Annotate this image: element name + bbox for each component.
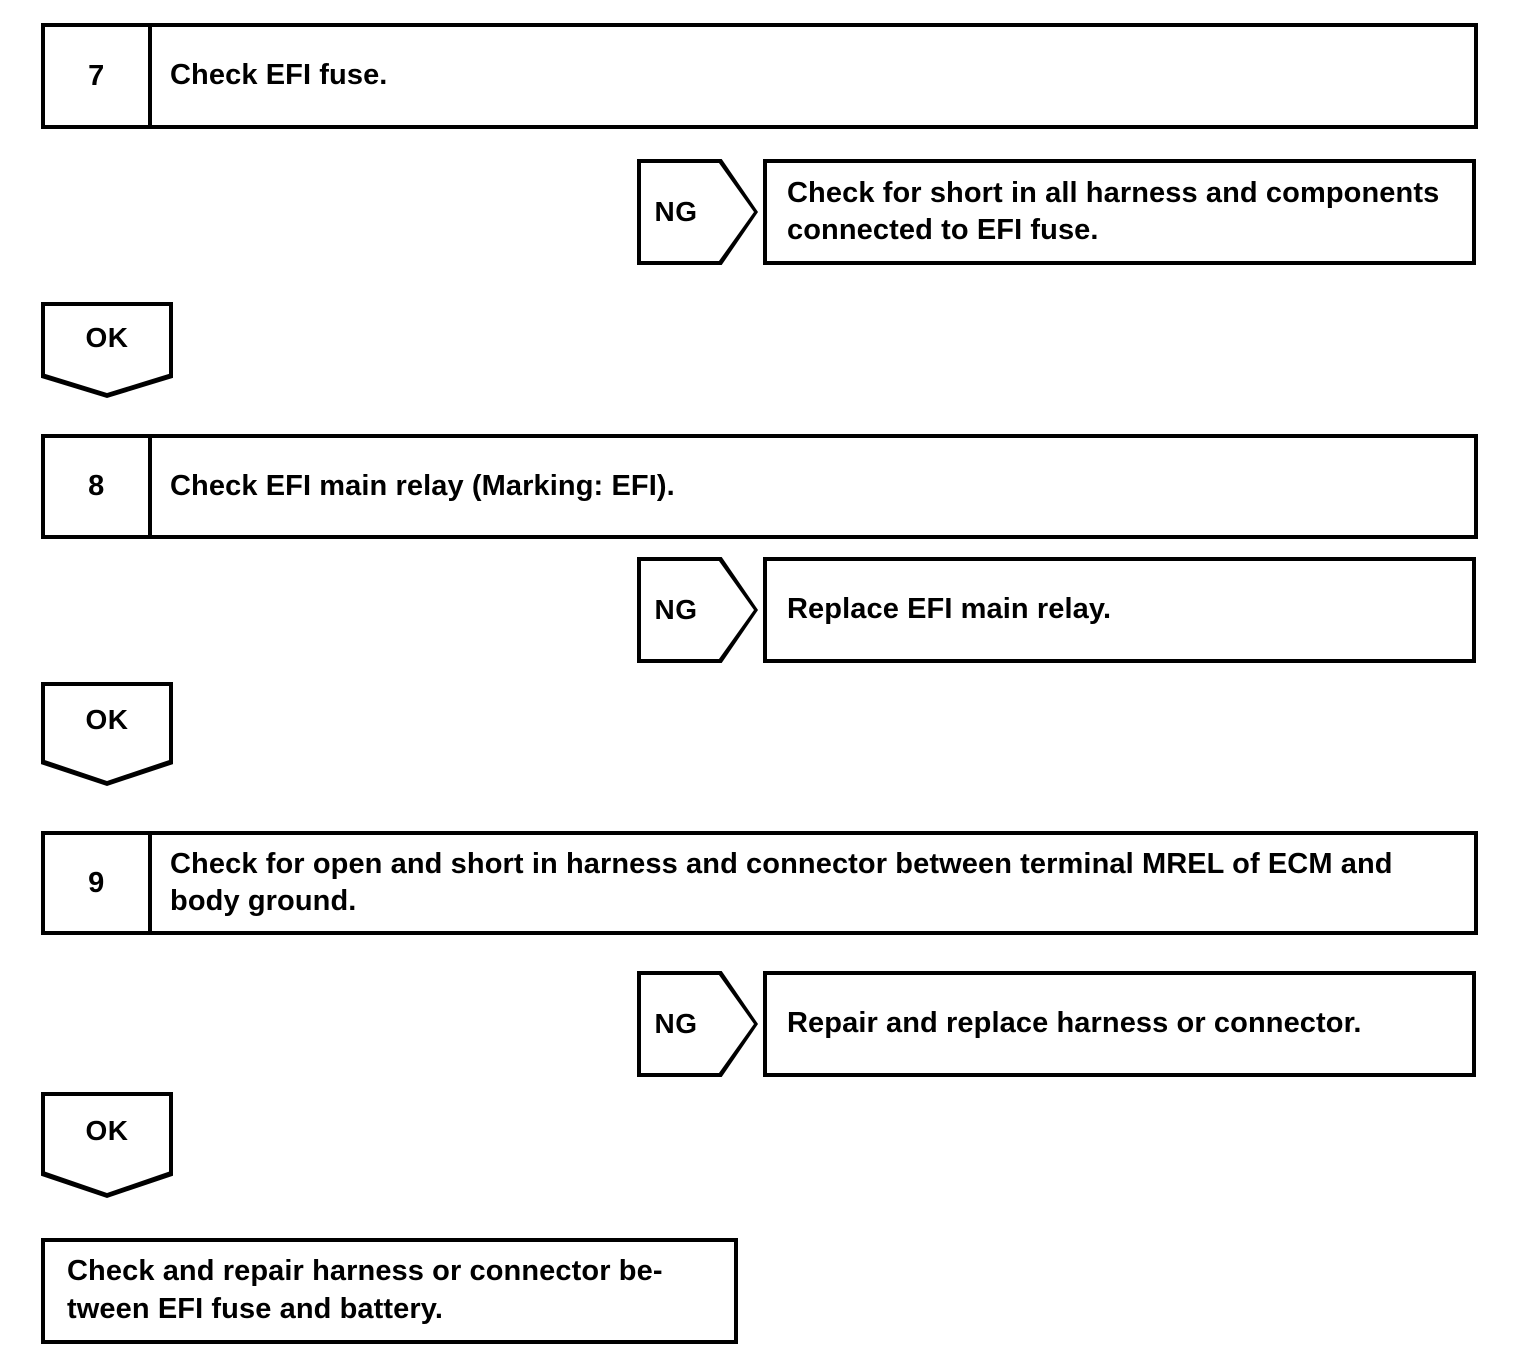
ng-label: NG (654, 1008, 698, 1039)
ok-arrow-7: OK (41, 302, 173, 398)
ok-arrow-8: OK (41, 682, 173, 786)
ok-label: OK (85, 1115, 129, 1147)
ng-action-box-7: Check for short in all harness and compo… (763, 159, 1476, 265)
step-number: 8 (45, 438, 152, 535)
ok-arrow-fill (45, 306, 169, 393)
step-instruction: Check for open and short in harness and … (170, 847, 1393, 917)
step-number: 7 (45, 27, 152, 125)
step-instruction: Check EFI main relay (Marking: EFI). (170, 469, 675, 502)
ng-label: NG (654, 594, 698, 625)
ok-label: OK (85, 321, 129, 353)
ok-arrow-fill (45, 1096, 169, 1193)
ng-action-box-8: Replace EFI main relay. (763, 557, 1476, 663)
ng-arrow-9: NG (637, 971, 758, 1077)
step-row-8: 8 Check EFI main relay (Marking: EFI). (41, 434, 1478, 539)
ok-label: OK (85, 704, 129, 736)
step-instruction: Check EFI fuse. (170, 59, 388, 92)
step-row-9: 9 Check for open and short in harness an… (41, 831, 1478, 935)
step-number: 9 (45, 835, 152, 931)
conclusion-box: Check and repair harness or connector be… (41, 1238, 738, 1344)
ok-arrow-9: OK (41, 1092, 173, 1198)
ng-arrow-7: NG (637, 159, 758, 265)
ng-arrow-8: NG (637, 557, 758, 663)
ng-label: NG (654, 196, 698, 227)
ok-arrow-fill (45, 686, 169, 781)
ng-action-box-9: Repair and replace harness or connector. (763, 971, 1476, 1077)
step-row-7: 7 Check EFI fuse. (41, 23, 1478, 129)
